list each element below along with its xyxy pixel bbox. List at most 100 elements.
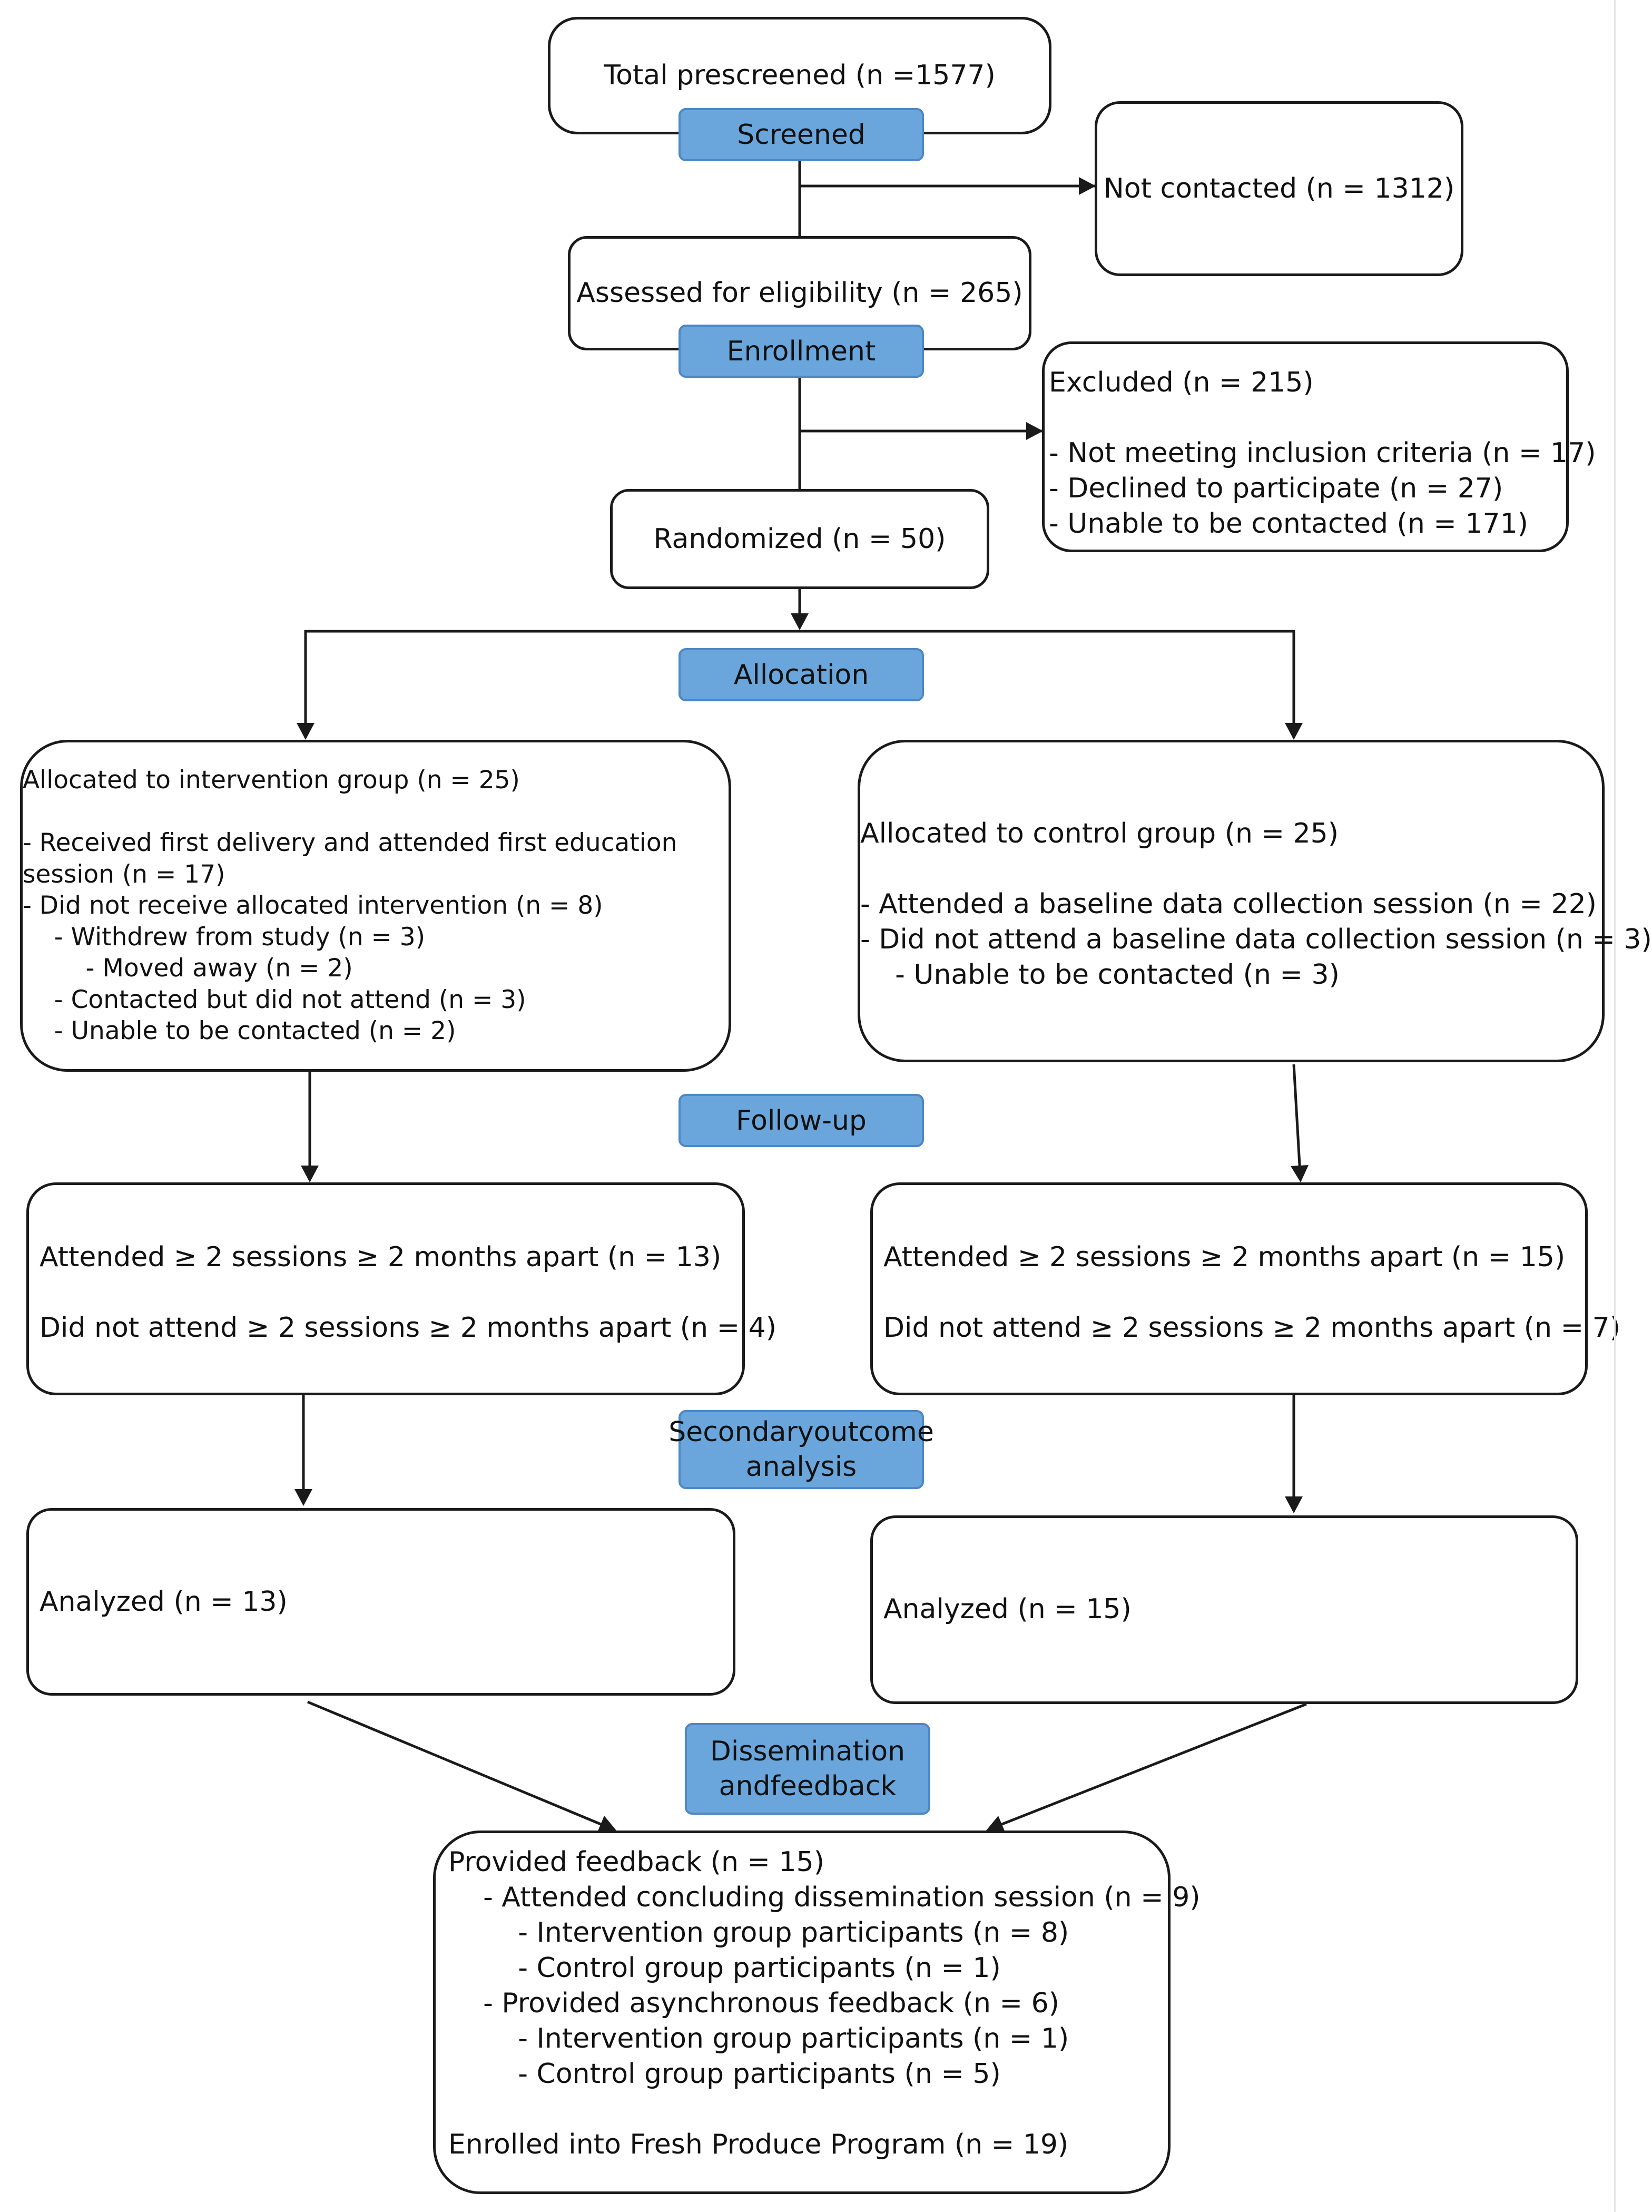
text-line: - Unable to be contacted (n = 3) [860,959,1340,991]
arrowhead-analyzed-intervention [294,1489,312,1506]
text-line: - Intervention group participants (n = 1… [448,2023,1069,2054]
text-line: - Intervention group participants (n = 8… [448,1917,1069,1949]
arrowhead-followup-intervention [301,1166,319,1182]
stage-enrollment-text: Enrollment [727,334,876,369]
text-line: - Received first delivery and attended f… [23,828,677,857]
node-followup-control-text: Attended ≥ 2 sessions ≥ 2 months apart (… [883,1240,1621,1346]
text-line: Total prescreened (n =1577) [604,60,996,91]
stage-label-allocation: Allocation [678,648,924,701]
text-line: - Did not receive allocated intervention… [23,891,603,920]
allocation-split-line [304,630,1295,738]
stage-dissemination-text: Dissemination andfeedback [687,1734,928,1804]
text-line: - Not meeting inclusion criteria (n = 17… [1049,437,1596,469]
text-line: Allocation [733,659,869,691]
stage-label-secondary-outcome-analysis: Secondaryoutcome analysis [668,1410,934,1489]
arrowhead-control [1285,723,1303,740]
stage-label-dissemination-feedback: Dissemination andfeedback [685,1723,930,1815]
text-line: Provided feedback (n = 15) [448,1846,824,1878]
text-line: Screened [737,119,866,151]
text-line [23,796,729,828]
text-line [883,1275,1585,1310]
stage-label-screened: Screened [678,108,924,161]
node-provided-feedback: Provided feedback (n = 15) - Attended co… [433,1831,1201,2194]
text-line [448,2092,1168,2127]
node-followup-control: Attended ≥ 2 sessions ≥ 2 months apart (… [870,1182,1621,1395]
text-line: outcome analysis [745,1416,934,1483]
text-line: - Provided asynchronous feedback (n = 6) [448,1988,1059,2019]
arrowhead-intervention [297,723,314,740]
text-line: Analyzed (n = 13) [40,1586,288,1618]
text-line: - Declined to participate (n = 27) [1049,473,1503,504]
text-line: - Attended concluding dissemination sess… [448,1882,1201,1913]
text-line: - Withdrew from study (n = 3) [23,922,426,952]
text-line: Enrolled into Fresh Produce Program (n =… [448,2129,1069,2160]
node-total-prescreened-text: Total prescreened (n =1577) [604,58,996,93]
node-followup-intervention: Attended ≥ 2 sessions ≥ 2 months apart (… [26,1182,777,1395]
text-line: Dissemination and [710,1736,906,1802]
stage-screened-text: Screened [737,118,866,152]
text-line: Secondary [668,1416,814,1448]
text-line: - Control group participants (n = 5) [448,2058,1001,2090]
text-line: - Contacted but did not attend (n = 3) [23,985,526,1014]
text-line: Did not attend ≥ 2 sessions ≥ 2 months a… [883,1312,1621,1344]
arrowhead-split [791,613,809,630]
text-line: Follow-up [736,1104,867,1137]
text-line: Attended ≥ 2 sessions ≥ 2 months apart (… [883,1241,1566,1273]
text-line [1049,400,1566,436]
connector-control-followup [1292,1064,1302,1174]
arrowhead-excluded [1026,422,1043,440]
page-edge-rule [1614,0,1616,2212]
node-feedback-text: Provided feedback (n = 15) - Attended co… [448,1845,1201,2162]
text-line: feedback [770,1770,897,1802]
stage-label-followup: Follow-up [678,1094,924,1147]
node-intervention-group: Allocated to intervention group (n = 25)… [20,740,731,1072]
node-not-contacted: Not contacted (n = 1312) [1095,101,1463,276]
text-line: Allocated to intervention group (n = 25) [23,766,520,795]
arrowhead-feedback-intervention [597,1816,616,1832]
arrowhead-not-contacted [1079,177,1096,195]
stage-allocation-text: Allocation [734,658,869,692]
text-line: - Unable to be contacted (n = 2) [23,1016,456,1045]
text-line: Allocated to control group (n = 25) [860,818,1339,849]
arrowhead-followup-control [1291,1165,1309,1182]
node-assessed-text: Assessed for eligibility (n = 265) [576,276,1022,311]
text-line: Randomized (n = 50) [653,523,946,555]
text-line: - Unable to be contacted (n = 171) [1049,508,1528,540]
arrowhead-feedback-control [986,1816,1005,1832]
text-line: session (n = 17) [23,859,225,889]
node-analyzed-intervention-text: Analyzed (n = 13) [40,1584,733,1620]
node-analyzed-control: Analyzed (n = 15) [870,1515,1578,1704]
connector-analyzed-feedback-intervention [307,1700,606,1828]
text-line: Not contacted (n = 1312) [1103,172,1455,204]
text-line: Did not attend ≥ 2 sessions ≥ 2 months a… [40,1312,777,1344]
node-excluded-text: Excluded (n = 215) - Not meeting inclusi… [1049,365,1596,542]
text-line: - Did not attend a baseline data collect… [860,924,1652,955]
text-line [860,851,1602,887]
stage-followup-text: Follow-up [736,1103,867,1138]
node-control-group: Allocated to control group (n = 25) - At… [858,740,1652,1062]
node-randomized: Randomized (n = 50) [610,489,989,589]
node-randomized-text: Randomized (n = 50) [654,522,946,557]
text-line: Excluded (n = 215) [1049,367,1314,398]
text-line: - Moved away (n = 2) [23,954,353,983]
stage-secondary-text: Secondaryoutcome analysis [668,1415,934,1484]
stage-label-enrollment: Enrollment [678,325,924,378]
text-line: Attended ≥ 2 sessions ≥ 2 months apart (… [40,1241,722,1273]
connector-analyzed-feedback-control [996,1702,1307,1828]
node-analyzed-control-text: Analyzed (n = 15) [883,1592,1576,1627]
text-line [40,1275,742,1310]
node-control-text: Allocated to control group (n = 25) - At… [860,816,1652,993]
arrowhead-analyzed-control [1285,1496,1303,1513]
node-intervention-text: Allocated to intervention group (n = 25)… [23,765,729,1047]
node-analyzed-intervention: Analyzed (n = 13) [26,1508,735,1696]
text-line: - Attended a baseline data collection se… [860,888,1597,920]
text-line: - Control group participants (n = 1) [448,1952,1001,1984]
text-line: Analyzed (n = 15) [883,1593,1132,1625]
node-excluded: Excluded (n = 215) - Not meeting inclusi… [1042,341,1596,552]
text-line: Enrollment [726,335,876,367]
node-followup-intervention-text: Attended ≥ 2 sessions ≥ 2 months apart (… [40,1240,777,1346]
text-line: Assessed for eligibility (n = 265) [576,277,1023,309]
node-not-contacted-text: Not contacted (n = 1312) [1104,171,1454,207]
